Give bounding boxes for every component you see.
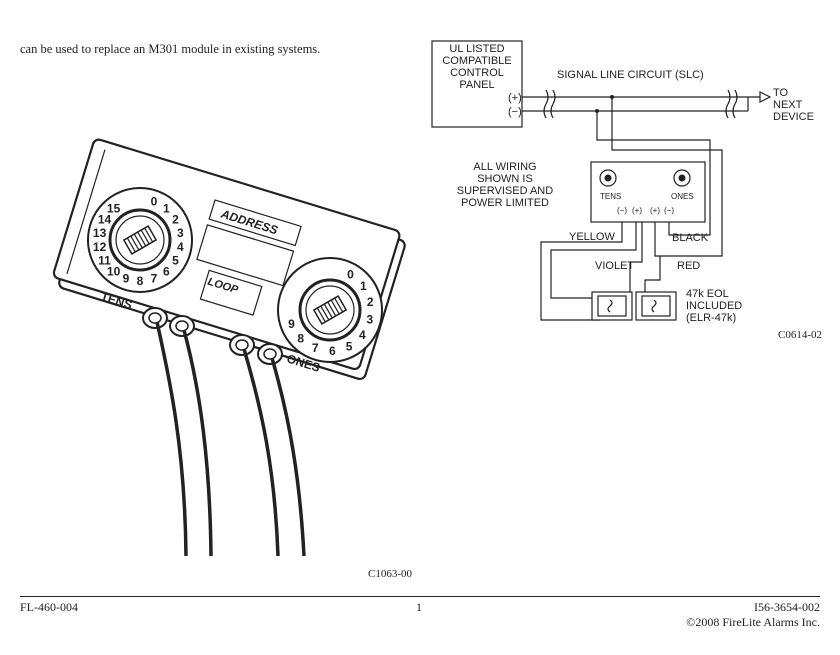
tens-dial-number: 13 bbox=[93, 226, 107, 240]
footer-doc-number: I56-3654-002 bbox=[754, 600, 820, 614]
terminal-screws bbox=[142, 307, 283, 365]
tens-dial-number: 7 bbox=[151, 272, 158, 286]
wire-violet-label: VIOLET bbox=[595, 260, 634, 272]
ones-dial-number: 3 bbox=[367, 313, 374, 327]
ones-dial-number: 7 bbox=[312, 341, 319, 355]
tens-dial-number: 15 bbox=[107, 202, 121, 216]
ones-dial-number: 4 bbox=[359, 328, 366, 342]
page-number: 1 bbox=[416, 600, 422, 614]
tens-dial-number: 1 bbox=[163, 202, 170, 216]
terminal-3: (+) bbox=[650, 206, 660, 215]
tens-dial-number: 10 bbox=[107, 264, 121, 278]
tens-dial-number: 8 bbox=[137, 274, 144, 288]
eol-line-3: (ELR-47k) bbox=[686, 312, 736, 324]
next-device-line-3: DEVICE bbox=[773, 111, 814, 123]
figure-code-left: C1063-00 bbox=[368, 568, 412, 580]
control-panel-box bbox=[431, 40, 523, 128]
footer-copyright: ©2008 FireLite Alarms Inc. bbox=[686, 615, 820, 629]
tens-dial-number: 3 bbox=[177, 226, 184, 240]
wire-yellow-label: YELLOW bbox=[569, 231, 615, 243]
eol-line-2: INCLUDED bbox=[686, 300, 742, 312]
next-device-line-1: TO bbox=[773, 87, 789, 99]
eol-resistor bbox=[591, 291, 677, 321]
panel-line-3: CONTROL bbox=[450, 67, 504, 79]
panel-plus: (+) bbox=[508, 92, 522, 104]
ones-dial-number: 9 bbox=[288, 317, 295, 331]
tens-dial-number: 5 bbox=[172, 254, 179, 268]
ones-dial-number: 0 bbox=[347, 268, 354, 282]
tens-dial-number: 11 bbox=[98, 254, 111, 268]
figure-code-right: C0614-02 bbox=[778, 329, 822, 341]
panel-line-1: UL LISTED bbox=[449, 43, 504, 55]
ones-dial-number: 1 bbox=[360, 279, 367, 293]
next-device-line-2: NEXT bbox=[773, 99, 803, 111]
wiring-note-line-3: SUPERVISED AND bbox=[457, 185, 553, 197]
panel-minus: (−) bbox=[508, 106, 522, 118]
wire-black-label: BLACK bbox=[672, 232, 709, 244]
arrow-right-icon bbox=[759, 91, 772, 103]
tens-dial-number: 9 bbox=[123, 272, 130, 286]
tens-dial-number: 0 bbox=[151, 195, 158, 209]
module-ones-label: ONES bbox=[671, 192, 694, 201]
tens-dial-number: 14 bbox=[98, 213, 112, 227]
tens-dial-number: 12 bbox=[93, 240, 107, 254]
footer-doc-id: FL-460-004 bbox=[20, 600, 78, 614]
wiring-note-line-2: SHOWN IS bbox=[477, 173, 533, 185]
ones-dial-number: 8 bbox=[297, 332, 304, 346]
module-tens-label: TENS bbox=[600, 192, 621, 201]
wiring-note-line-4: POWER LIMITED bbox=[461, 197, 549, 209]
wiring-schematic: UL LISTED COMPATIBLE CONTROL PANEL (+) (… bbox=[431, 40, 814, 324]
terminal-1: (−) bbox=[617, 206, 627, 215]
eol-line-1: 47k EOL bbox=[686, 288, 729, 300]
terminal-2: (+) bbox=[632, 206, 642, 215]
tens-dial-number: 6 bbox=[163, 264, 170, 278]
terminal-4: (−) bbox=[664, 206, 674, 215]
ones-dial-number: 2 bbox=[367, 295, 374, 309]
wire-red-label: RED bbox=[677, 260, 700, 272]
intro-text: can be used to replace an M301 module in… bbox=[20, 42, 321, 56]
tens-dial-number: 4 bbox=[177, 240, 184, 254]
ones-dial-number: 6 bbox=[329, 344, 336, 358]
tens-dial-number: 2 bbox=[172, 213, 179, 227]
wiring-note-line-1: ALL WIRING bbox=[473, 161, 536, 173]
slc-label: SIGNAL LINE CIRCUIT (SLC) bbox=[557, 69, 704, 81]
module-wires bbox=[155, 321, 306, 557]
panel-line-2: COMPATIBLE bbox=[442, 55, 511, 67]
ones-dial-number: 5 bbox=[346, 339, 353, 353]
panel-line-4: PANEL bbox=[459, 79, 494, 91]
footer-right: I56-3654-002 ©2008 FireLite Alarms Inc. bbox=[686, 600, 820, 630]
footer-divider bbox=[20, 596, 820, 597]
